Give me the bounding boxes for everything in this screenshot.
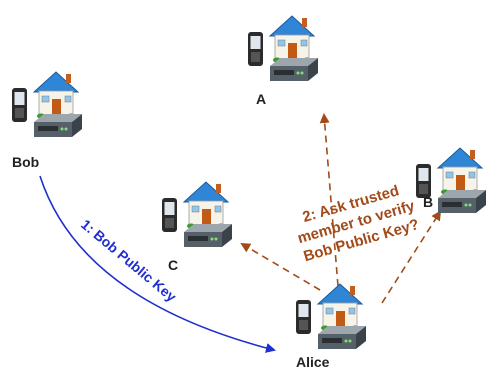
alice-to-b-arrow (381, 210, 442, 304)
phone-house-modem-icon (11, 71, 83, 138)
node-alice-label: Alice (296, 354, 330, 370)
node-bob: Bob (11, 71, 83, 170)
node-alice: Alice (295, 283, 367, 370)
node-c: C (161, 181, 233, 273)
phone-house-modem-icon (161, 181, 233, 248)
node-b: B (415, 147, 487, 214)
node-a-label: A (256, 91, 266, 107)
bob-to-alice-arrow (39, 175, 276, 353)
alice-to-a-arrow (319, 113, 339, 287)
alice-to-c-arrow (240, 242, 321, 291)
node-bob-label: Bob (12, 154, 39, 170)
phone-house-modem-icon (295, 283, 367, 350)
node-c-label: C (168, 257, 178, 273)
node-b-label: B (423, 194, 433, 210)
node-a: A (247, 15, 319, 107)
ask-trusted-label: 2: Ask trusted member to verify Bob Publ… (296, 182, 421, 265)
phone-house-modem-icon (247, 15, 319, 82)
